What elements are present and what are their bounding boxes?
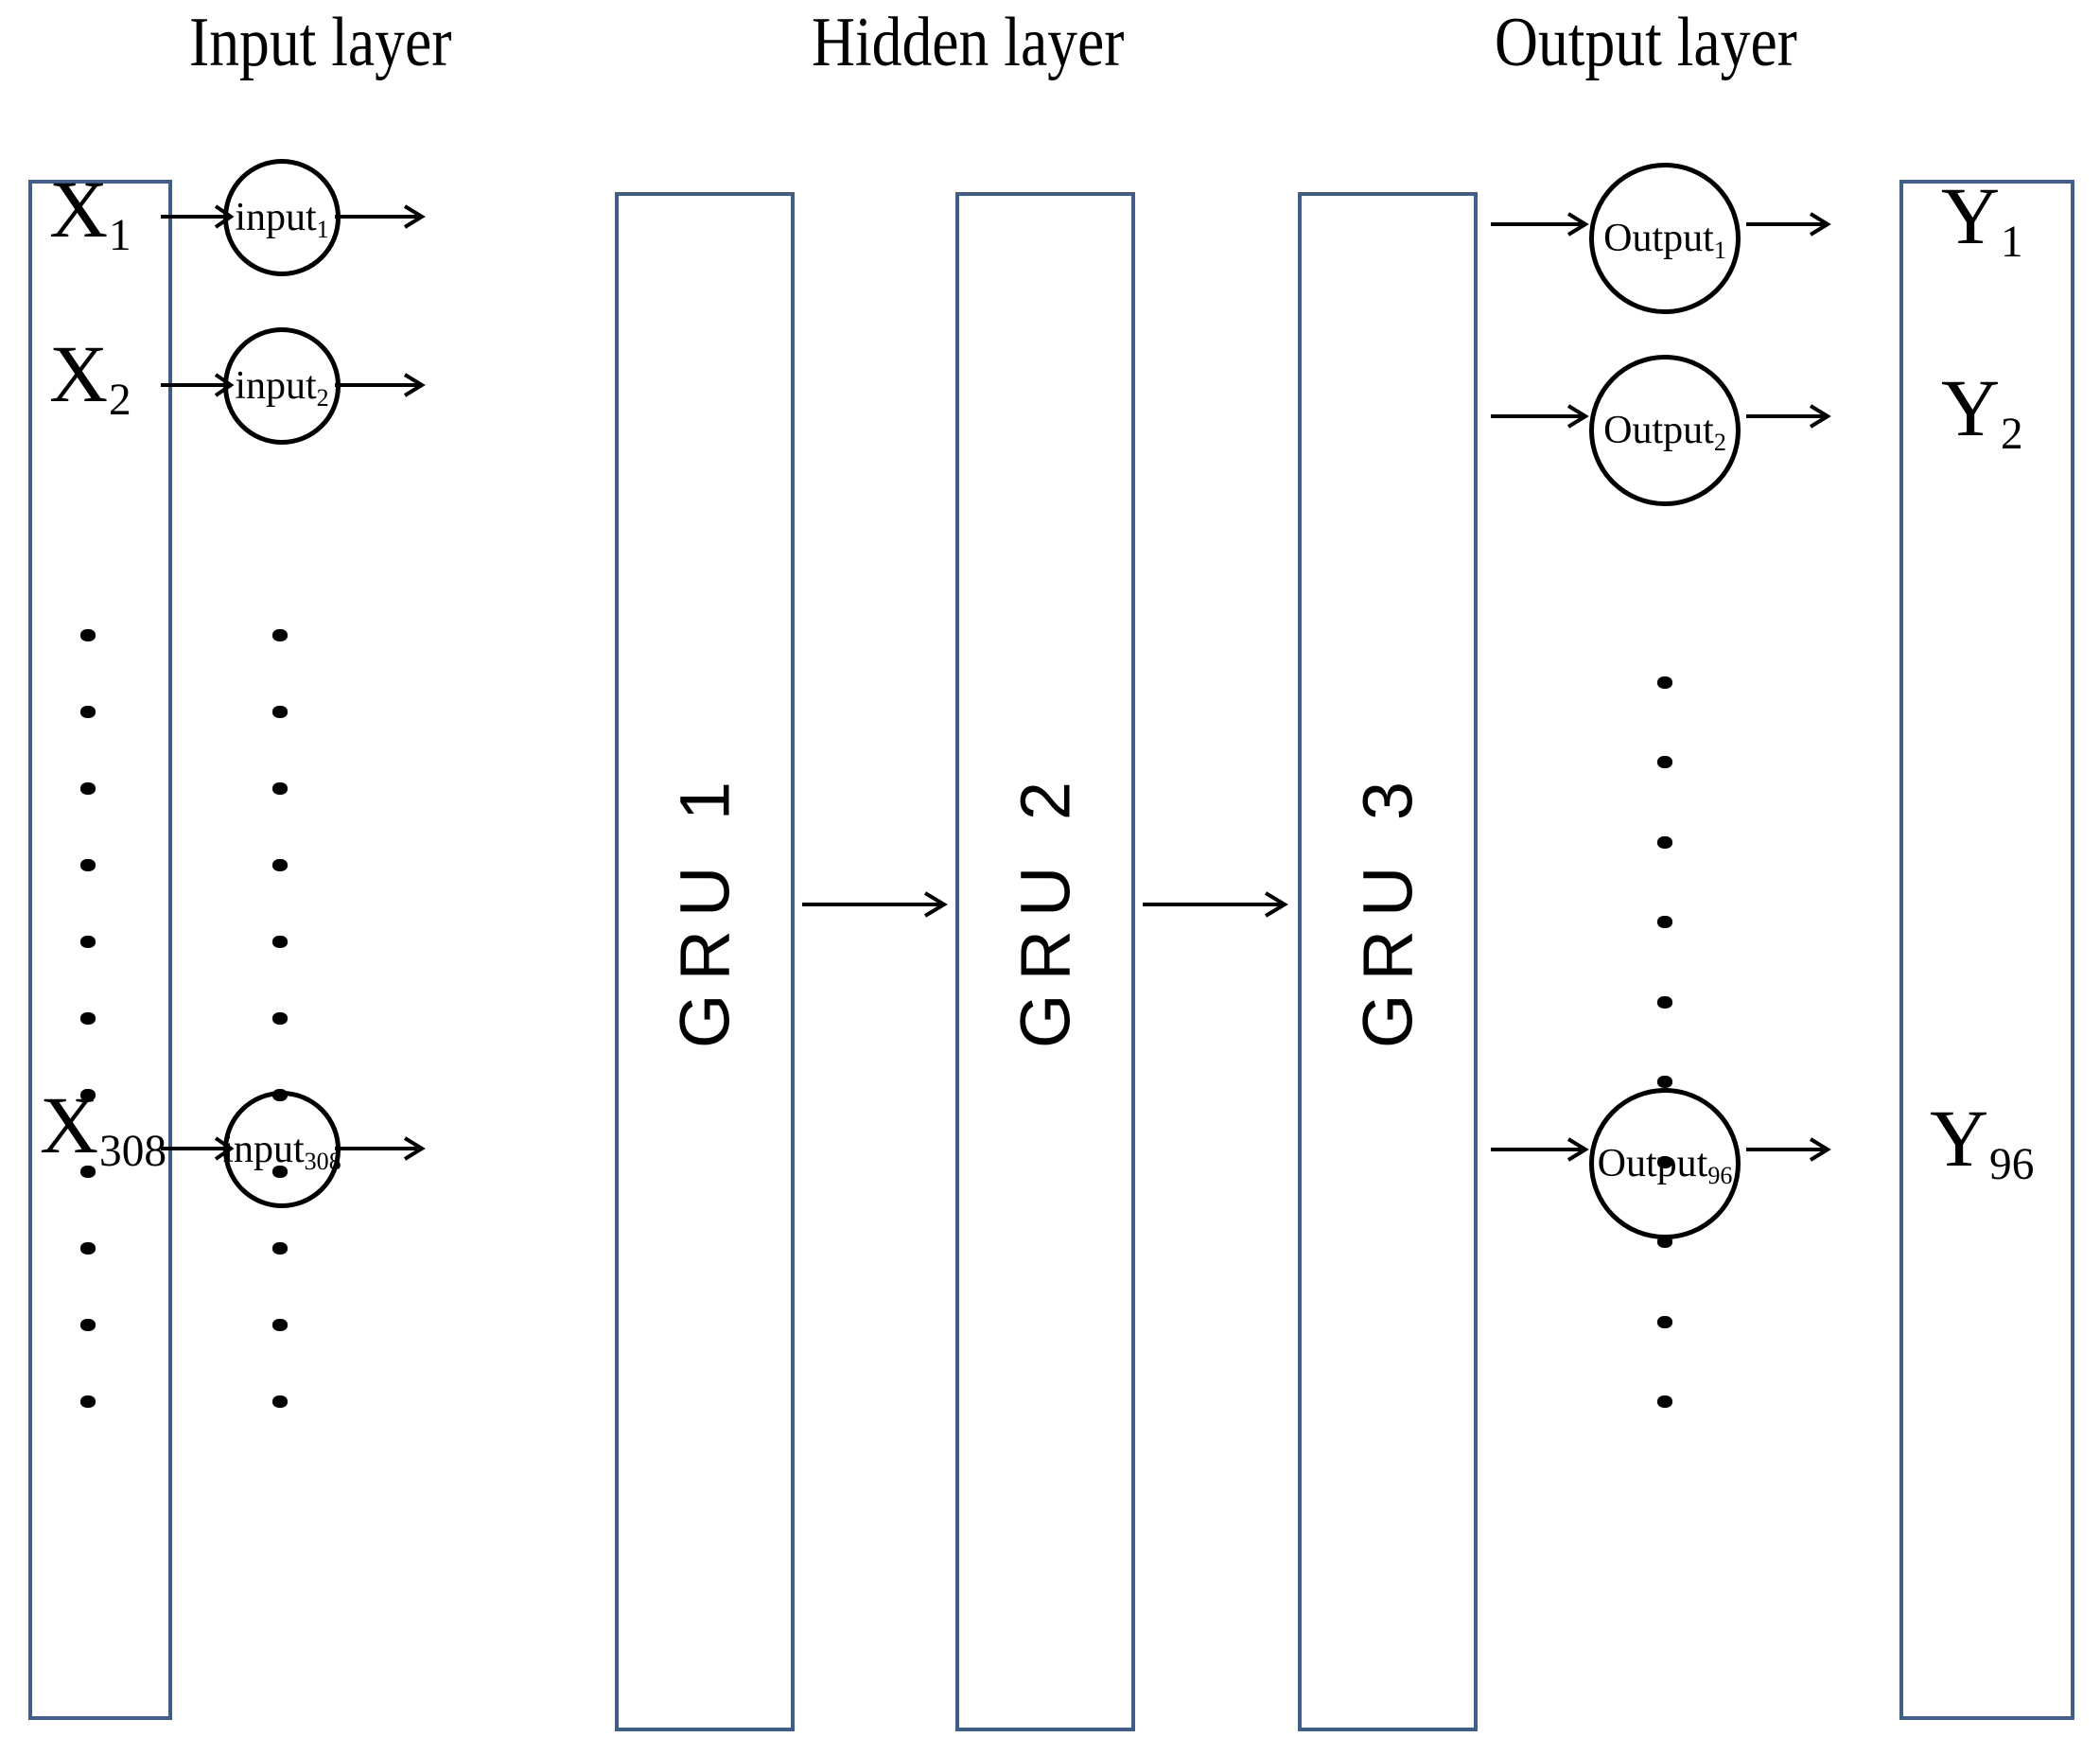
- input-layer-box: [28, 180, 172, 1720]
- input-variable-1-base: X: [49, 164, 109, 254]
- input-variable-308: X308: [40, 1084, 166, 1174]
- arrow-input1-to-gru1: [335, 202, 429, 231]
- ellipsis-dot: [272, 1319, 288, 1331]
- ellipsis-dot: [80, 1319, 96, 1331]
- output-variable-96-sub: 96: [1989, 1140, 2035, 1190]
- output-variable-1-base: Y: [1941, 170, 2001, 261]
- output-variable-96: Y96: [1930, 1097, 2034, 1187]
- ellipsis-dot: [1657, 1076, 1672, 1089]
- ellipsis-dot: [272, 706, 288, 718]
- arrow-gru2-to-gru3: [1143, 889, 1294, 920]
- ellipsis-dot: [1657, 995, 1672, 1009]
- output-variable-2-sub: 2: [2001, 410, 2023, 460]
- gru-block-3-label: GRU 3: [1348, 767, 1427, 1049]
- ellipsis-dot: [272, 1166, 288, 1178]
- arrow-gru3-to-output1: [1491, 210, 1595, 238]
- output-layer-box: [1899, 180, 2074, 1720]
- arrow-x1-to-input1: [161, 202, 236, 231]
- output-variable-1: Y1: [1941, 175, 2023, 265]
- input-variable-2-base: X: [49, 328, 109, 419]
- arrow-gru1-to-gru2: [802, 889, 954, 920]
- ellipsis-dot: [1657, 835, 1672, 849]
- ellipsis-dot: [1657, 1395, 1672, 1408]
- ellipsis-dot: [80, 706, 96, 718]
- input-ellipsis-dots: [80, 629, 99, 1408]
- neuron-output-2-label: Output2: [1603, 409, 1726, 456]
- neuron-input-1-label: input1: [235, 196, 329, 243]
- arrow-x2-to-input2: [161, 371, 236, 399]
- arrow-output2-to-y2: [1746, 402, 1837, 430]
- output-variable-96-base: Y: [1930, 1093, 1989, 1184]
- ellipsis-dot: [1657, 1315, 1672, 1328]
- arrow-output1-to-y1: [1746, 210, 1837, 238]
- ellipsis-dot: [1657, 1236, 1672, 1249]
- heading-output-layer: Output layer: [1495, 4, 1797, 81]
- input-variable-1-sub: 1: [109, 211, 131, 261]
- neuron-input-308-label: input308: [222, 1128, 341, 1175]
- ellipsis-dot: [1657, 916, 1672, 929]
- neuron-output-1[interactable]: Output1: [1589, 163, 1741, 314]
- neuron-input-2[interactable]: input2: [223, 327, 341, 445]
- ellipsis-dot: [272, 936, 288, 948]
- gru-block-1-label: GRU 1: [665, 767, 744, 1049]
- input-neuron-ellipsis-dots: [272, 629, 291, 1408]
- ellipsis-dot: [272, 859, 288, 871]
- input-variable-1: X1: [49, 168, 131, 258]
- output-variable-2-base: Y: [1941, 362, 2001, 453]
- ellipsis-dot: [272, 629, 288, 641]
- input-variable-2-sub: 2: [109, 376, 131, 426]
- gru-block-2-label: GRU 2: [1006, 767, 1085, 1049]
- gru-block-2: [955, 192, 1135, 1731]
- neuron-output-96-label: Output96: [1597, 1142, 1733, 1189]
- ellipsis-dot: [80, 859, 96, 871]
- ellipsis-dot: [272, 1012, 288, 1025]
- ellipsis-dot: [80, 1242, 96, 1255]
- ellipsis-dot: [272, 1242, 288, 1255]
- arrow-gru3-to-output2: [1491, 402, 1595, 430]
- output-ellipsis-dots: [1657, 676, 1676, 1408]
- ellipsis-dot: [80, 782, 96, 795]
- input-variable-308-sub: 308: [99, 1127, 166, 1177]
- arrow-input2-to-gru1: [335, 371, 429, 399]
- arrow-input308-to-gru1: [335, 1134, 429, 1163]
- output-variable-1-sub: 1: [2001, 218, 2023, 268]
- neuron-output-2[interactable]: Output2: [1589, 355, 1741, 506]
- ellipsis-dot: [80, 936, 96, 948]
- ellipsis-dot: [80, 1012, 96, 1025]
- gru-block-3: [1298, 192, 1478, 1731]
- heading-hidden-layer: Hidden layer: [812, 4, 1125, 81]
- gru-block-1: [615, 192, 795, 1731]
- ellipsis-dot: [1657, 756, 1672, 769]
- neuron-input-308[interactable]: input308: [222, 1091, 341, 1208]
- ellipsis-dot: [272, 782, 288, 795]
- ellipsis-dot: [80, 1395, 96, 1408]
- neuron-output-1-label: Output1: [1603, 217, 1726, 264]
- ellipsis-dot: [1657, 676, 1672, 689]
- heading-input-layer: Input layer: [189, 4, 452, 81]
- ellipsis-dot: [80, 629, 96, 641]
- input-variable-2: X2: [49, 333, 131, 423]
- arrow-x308-to-input308: [161, 1134, 236, 1163]
- arrow-gru3-to-output96: [1491, 1135, 1595, 1164]
- ellipsis-dot: [272, 1395, 288, 1408]
- output-variable-2: Y2: [1941, 367, 2023, 457]
- arrow-output96-to-y96: [1746, 1135, 1837, 1164]
- neuron-input-2-label: input2: [235, 364, 329, 412]
- ellipsis-dot: [272, 1089, 288, 1101]
- neuron-input-1[interactable]: input1: [223, 159, 341, 276]
- ellipsis-dot: [1657, 1155, 1672, 1168]
- ellipsis-dot: [80, 1166, 96, 1178]
- ellipsis-dot: [80, 1089, 96, 1101]
